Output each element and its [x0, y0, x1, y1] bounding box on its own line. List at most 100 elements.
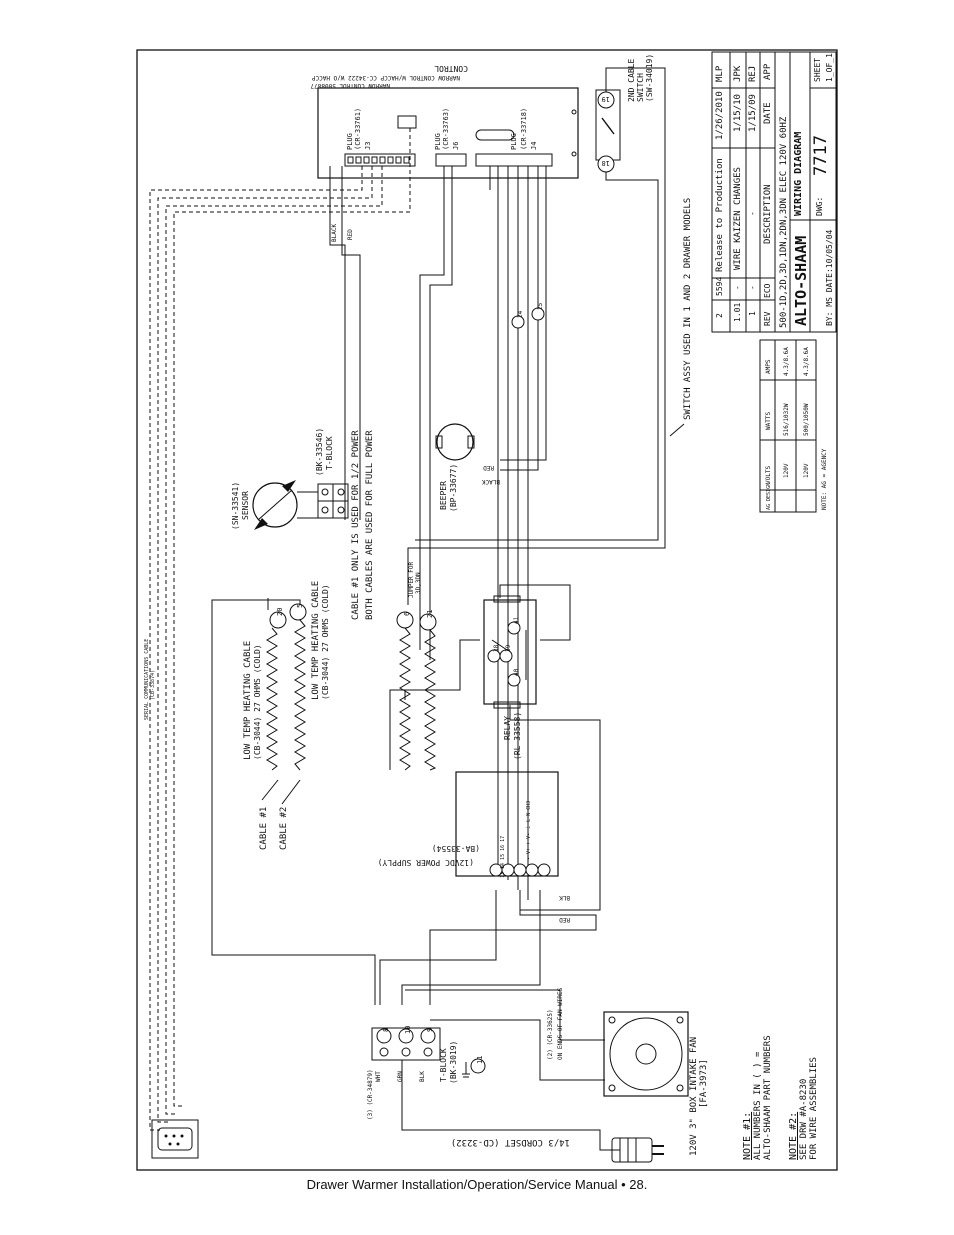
rev-1-rev: 1 [748, 311, 757, 316]
rev-101-date: 1/15/10 [733, 94, 743, 132]
heating-cable-4 [424, 629, 437, 771]
rev-2-date: 1/26/2010 [715, 91, 725, 140]
relay-part: (RL-33558) [513, 712, 522, 760]
node-24: 24 [517, 310, 524, 318]
control-board: CONTROL NARROW CONTROL W/HACCP CC-34222 … [310, 64, 579, 179]
dwg-label: DWG: [815, 197, 824, 216]
rev-header-desc: DESCRIPTION [763, 184, 773, 244]
cordset-plug [611, 1137, 664, 1163]
rev-101-rev: 1.01 [733, 303, 742, 322]
rev-1-date: 1/15/09 [748, 94, 758, 132]
control-sub2: NARROW CONTROL 5008877 [310, 82, 390, 89]
tblock-bottom-part: (BK-3019) [449, 1041, 458, 1084]
tblock-bottom [371, 1027, 486, 1074]
control-label: CONTROL [434, 64, 468, 73]
plug-j3-line1: PLUG [346, 133, 354, 150]
node-39: 39 [505, 644, 512, 652]
wire-red-label: RED [347, 229, 354, 240]
ground-symbol [462, 1062, 470, 1078]
rev-1-desc: - [748, 211, 757, 216]
switch-line3: (SW-34019) [645, 54, 654, 102]
ratings-side-label: AG DESIGN [766, 483, 772, 510]
node-6: 6 [403, 612, 411, 616]
cable-switch: 19 18 2ND CABLE SWITCH (SW-34019) SWITCH… [595, 54, 693, 437]
cable-2-label: CABLE #2 [279, 807, 289, 850]
heat1-line2: (CB-3044) 27 OHMS (COLD) [253, 644, 262, 760]
ratings-header-watts: WATTS [765, 412, 772, 430]
drawing-border [136, 49, 838, 1171]
tblock-top-part: (BK-33546) [315, 428, 324, 476]
node-38: 38 [493, 644, 500, 652]
rev-1-eco: - [748, 285, 757, 290]
ps-red: RED [559, 916, 570, 923]
note2-title: NOTE #2: [788, 1112, 799, 1160]
sheet-value: 1_OF_1 [825, 53, 834, 82]
switch-line2: SWITCH [636, 73, 645, 102]
node-18: 18 [602, 159, 610, 167]
terminal-8: 8 [382, 1028, 390, 1032]
ratings-r2-watts: 500/1050W [803, 403, 810, 436]
control-slot [475, 129, 515, 141]
heat1-line1: LOW TEMP HEATING CABLE [243, 641, 253, 760]
cable-note-1: CABLE #1 ONLY IS USED FOR 1/2 POWER [351, 430, 361, 620]
node-21: 21 [426, 610, 434, 618]
plug-j6-line3: J6 [452, 142, 460, 150]
relay [483, 595, 537, 709]
wire-blk: BLK [419, 1071, 426, 1082]
node-5: 5 [296, 604, 304, 608]
heating-cable-1 [266, 627, 278, 771]
ratings-r2-amps: 4.3/8.6A [803, 347, 810, 376]
model-line: 500-1D,2D,3D,1DN,2DN,3DN ELEC 120V 60HZ [779, 116, 789, 328]
title-block: 2 5594 Release to Production 1/26/2010 M… [711, 51, 837, 333]
serial-label-1: SERIAL COMMUNICATIONS CABLE [144, 639, 150, 720]
rev-1-app: REJ [748, 66, 758, 82]
dwg-number: 7717 [811, 135, 831, 176]
fan-label: 120V 3" BOX INTAKE FAN [689, 1037, 699, 1156]
ps-part: (BA-33554) [432, 844, 480, 853]
page-footer: Drawer Warmer Installation/Operation/Ser… [306, 1177, 648, 1192]
ps-label: (12VDC POWER SUPPLY) [378, 858, 474, 867]
tblock-top-label: T-BLOCK [325, 436, 334, 470]
wire-black-label: BLACK [331, 224, 338, 242]
ratings-r2-volts: 120V [803, 463, 810, 478]
switch-assy-note: SWITCH ASSY USED IN 1 AND 2 DRAWER MODEL… [683, 198, 693, 420]
fan-part: [FA-3973] [699, 1059, 709, 1108]
wire-wht: WHT [375, 1071, 382, 1082]
ratings-r1-amps: 4.3/8.6A [783, 347, 790, 376]
rev-header-date: DATE [763, 102, 773, 124]
cordset-label: 14/3 CORDSET (CD-3232) [451, 1137, 570, 1147]
plug-j3-pins [347, 156, 410, 164]
ps-blk: BLK [559, 894, 570, 901]
plug-j4-line3: J4 [530, 142, 538, 150]
intake-fan [603, 1011, 689, 1097]
ratings-r1-watts: 516/1032W [783, 403, 790, 436]
terminal-9: 9 [426, 1028, 434, 1032]
plug-j4-connector [475, 153, 553, 167]
plug-j6-line1: PLUG [434, 133, 442, 150]
jumper-label-2: 3D,3DN [415, 572, 422, 594]
node-20: 20 [276, 608, 284, 616]
sheet-label: SHEET [813, 58, 822, 82]
cable-1-label: CABLE #1 [259, 807, 269, 850]
plug-j3-line2: (CR-33761) [354, 108, 362, 150]
plug-j3-connector [344, 153, 416, 167]
terminal-11: 11 [476, 1056, 484, 1064]
ratings-note: NOTE: AG = AGENCY [821, 448, 828, 510]
heating-cable-3 [399, 627, 411, 771]
serial-cable [149, 128, 411, 1131]
sensor-part: (SN-33541) [231, 482, 240, 530]
note1-title: NOTE #1: [742, 1112, 753, 1160]
serial-connector [151, 1119, 199, 1159]
jumper-label-1: JUMPER FOR [408, 561, 415, 598]
ps-terminals: 13 14 15 16 17 [500, 836, 506, 878]
fan-wires-part: (2) (CR-33625) [547, 1009, 554, 1060]
node-19: 19 [602, 95, 610, 103]
tblock-bottom-label: T-BLOCK [439, 1048, 448, 1082]
cr-bottom: (3) (CR-34879) [367, 1069, 374, 1120]
cable-note-2: BOTH CABLES ARE USED FOR FULL POWER [365, 430, 375, 620]
beeper-part: (BP-33677) [449, 464, 458, 512]
heating-cable-2 [294, 619, 306, 771]
rev-2-desc: Release to Production [715, 158, 725, 272]
relay-label: RELAY [503, 716, 512, 740]
